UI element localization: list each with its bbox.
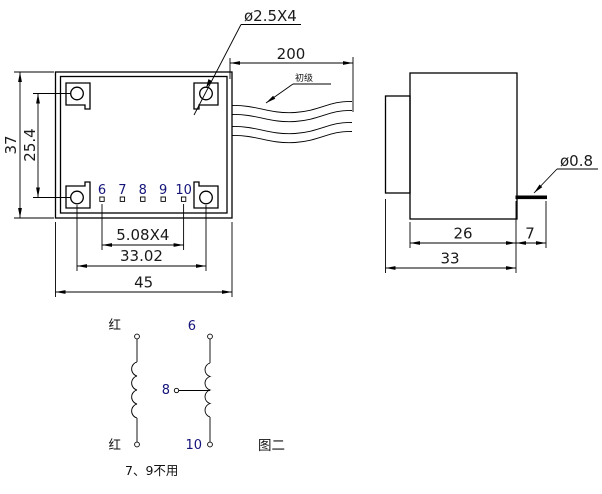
pin-9-label: 9 [159, 183, 167, 198]
dim-pin-pitch: 5.08X4 [101, 204, 185, 250]
primary-coil [131, 361, 138, 419]
pin-10-label: 10 [175, 183, 192, 198]
hole-callout: ø2.5X4 [193, 7, 301, 116]
secondary-winding: 6 8 10 [162, 319, 213, 453]
secondary-bottom-pin-label: 10 [185, 438, 202, 453]
secondary-top-pin-label: 6 [188, 319, 196, 334]
unused-pins-note: 7、9不用 [125, 463, 178, 478]
dim-width-text: 45 [134, 274, 153, 292]
pin-7 [119, 196, 126, 202]
front-inner-case [59, 75, 228, 214]
pin-8 [140, 196, 146, 202]
dim-hole-spacing-v-text: 25.4 [21, 128, 39, 161]
pin-6-label: 6 [98, 183, 106, 198]
lead-label-callout: 初级 [265, 72, 331, 104]
primary-top-label: 红 [108, 317, 121, 332]
primary-bottom-terminal [134, 441, 140, 448]
mounting-bracket-bottom-right [193, 181, 219, 209]
dim-lead-length: 200 [229, 45, 354, 112]
dim-body-depth: 26 [409, 201, 517, 273]
front-view: 6 7 8 9 10 初级 ø2.5X4 [2, 7, 354, 297]
front-outer-case [54, 71, 233, 219]
mounting-bracket-top-left [65, 82, 91, 110]
dim-pin-protrusion-text: 7 [525, 225, 535, 243]
mounting-hole-bottom-left [70, 190, 84, 205]
lead-label-text: 初级 [295, 72, 313, 84]
side-view: ø0.8 26 7 33 [384, 72, 598, 273]
primary-winding: 红 红 [108, 317, 140, 452]
dim-total-depth: 33 [385, 199, 516, 273]
side-body [409, 72, 518, 220]
primary-bottom-label: 红 [108, 437, 121, 452]
pin-dia-callout-text: ø0.8 [560, 152, 593, 170]
winding-schematic: 红 红 6 8 10 图二 7、9不用 [108, 317, 285, 478]
mounting-bracket-top-right [193, 82, 219, 110]
dim-height-text: 37 [2, 135, 20, 154]
figure-caption: 图二 [258, 438, 285, 454]
side-pin [515, 195, 547, 200]
secondary-bottom-terminal [207, 441, 213, 448]
dim-pin-pitch-text: 5.08X4 [116, 226, 169, 244]
dim-total-depth-text: 33 [440, 250, 459, 268]
mounting-hole-top-left [70, 86, 84, 101]
hole-callout-arrow [206, 79, 213, 88]
secondary-tap-terminal [173, 387, 180, 394]
primary-top-terminal [134, 333, 140, 340]
pin-row: 6 7 8 9 10 [98, 183, 192, 202]
dim-hole-spacing-h-text: 33.02 [120, 247, 163, 265]
side-bracket-flange [384, 95, 411, 194]
dim-hole-spacing-v: 25.4 [21, 93, 71, 198]
dim-body-depth-text: 26 [453, 225, 472, 243]
pin-dia-callout: ø0.8 [533, 152, 598, 194]
dim-width: 45 [55, 222, 233, 297]
pin-10 [180, 196, 187, 202]
lead-wires [231, 101, 353, 144]
mounting-hole-bottom-right [199, 190, 213, 205]
dim-lead-length-text: 200 [277, 45, 306, 63]
pin-8-label: 8 [139, 183, 147, 198]
pin-7-label: 7 [118, 183, 126, 198]
dim-height: 37 [2, 71, 54, 219]
pin-9 [160, 196, 166, 202]
mounting-bracket-bottom-left [65, 181, 91, 209]
mounting-hole-top-right [199, 86, 213, 101]
dim-hole-spacing-h: 33.02 [76, 205, 207, 271]
hole-callout-text: ø2.5X4 [244, 7, 297, 25]
pin-6 [99, 196, 105, 202]
secondary-top-terminal [207, 333, 213, 340]
dim-pin-protrusion: 7 [516, 201, 547, 248]
secondary-tap-pin-label: 8 [162, 383, 170, 398]
secondary-coil [204, 362, 212, 418]
